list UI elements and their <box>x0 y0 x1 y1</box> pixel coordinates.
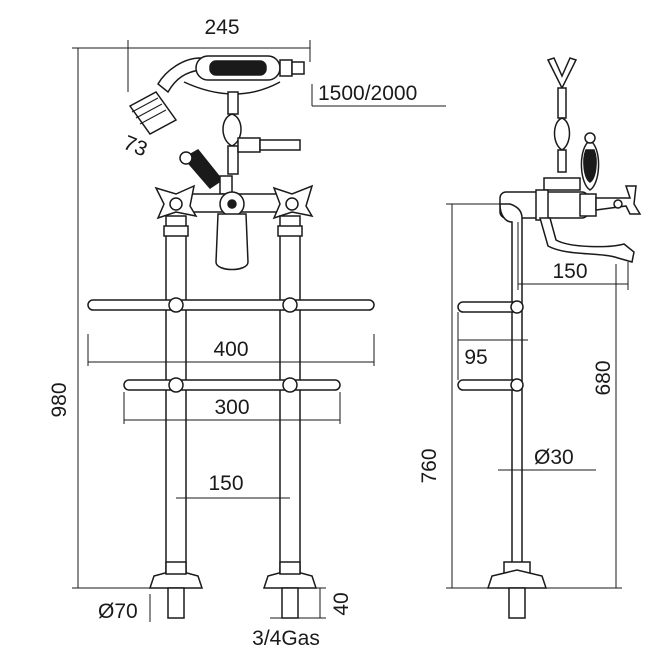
dimension-245-label: 245 <box>204 16 239 39</box>
dimension-150-side-label: 150 <box>552 260 587 283</box>
side-lever <box>580 132 600 191</box>
shower-cradle <box>183 81 301 175</box>
shower-handset <box>128 55 305 135</box>
dimension-40-label: 40 <box>330 592 353 615</box>
dimension-150-front-label: 150 <box>208 472 243 495</box>
dimension-245: 245 <box>127 16 311 92</box>
front-view: 980 245 1500/2000 73 <box>48 16 446 650</box>
dimension-40: 40 <box>270 587 353 619</box>
rails <box>87 297 375 393</box>
dimension-73-label: 73 <box>120 131 150 161</box>
connection-label: 3/4Gas <box>252 627 320 650</box>
dimension-300-label: 300 <box>214 396 249 419</box>
dimension-400: 400 <box>87 334 375 366</box>
dimension-760: 760 <box>418 203 500 589</box>
dimension-680-label: 680 <box>592 360 615 395</box>
dimension-o30-label: Ø30 <box>534 446 574 469</box>
dimension-760-label: 760 <box>418 448 441 483</box>
dimension-hose: 1500/2000 <box>311 82 446 107</box>
dimension-300: 300 <box>123 392 341 424</box>
dimension-680: 680 <box>540 264 622 589</box>
feet <box>148 561 318 619</box>
dimension-980-label: 980 <box>48 382 71 417</box>
diverter-lever <box>179 149 233 195</box>
dimension-980: 980 <box>48 47 150 589</box>
dimension-o30: Ø30 <box>498 446 596 471</box>
side-leg <box>486 203 548 619</box>
dimension-150-front: 150 <box>176 472 290 499</box>
cross-handle-left <box>154 184 198 220</box>
side-cradle <box>546 57 578 173</box>
dimension-95: 95 <box>457 312 528 380</box>
side-body <box>499 177 642 263</box>
dimension-o70-label: Ø70 <box>98 600 138 623</box>
dimension-150-side: 150 <box>517 222 629 290</box>
dimension-o70: Ø70 <box>98 594 151 623</box>
dimension-hose-label: 1500/2000 <box>318 82 417 105</box>
side-rails <box>457 300 524 392</box>
side-view: 760 150 680 95 Ø30 <box>418 57 642 619</box>
cross-handle-right <box>272 184 314 220</box>
dimension-95-label: 95 <box>464 346 487 369</box>
dimension-400-label: 400 <box>213 338 248 361</box>
